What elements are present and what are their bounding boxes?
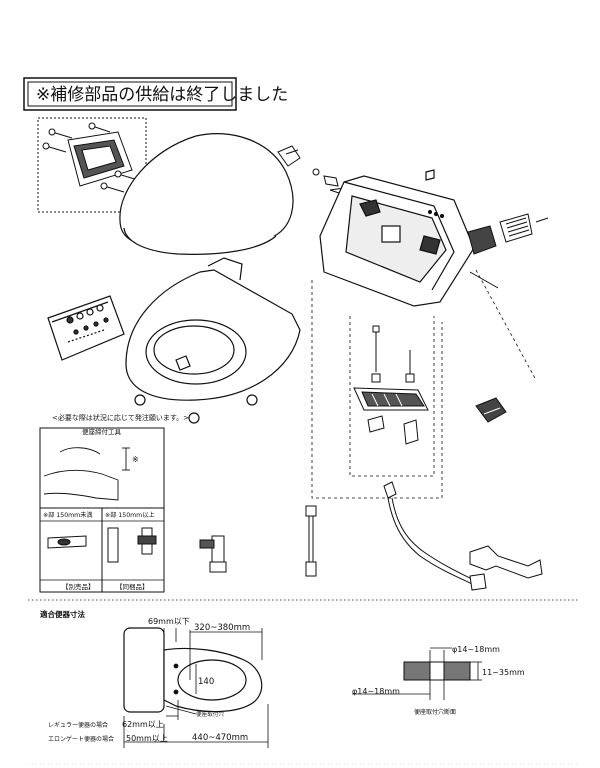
section-label: 便座取付穴断面 [414, 708, 456, 716]
col1-footer: 【別売品】 [62, 582, 95, 591]
remote-control [47, 295, 125, 361]
grille-icon [505, 217, 530, 237]
col2-footer: 【同梱品】 [116, 582, 149, 591]
stop-valve [199, 535, 227, 573]
hole-diameter-bottom-label: φ14~18mm [352, 687, 400, 696]
hole-label: 便座取付穴 [196, 710, 224, 718]
tool-kit-panel: <必要な際は状況に応じて発注願います。> 便座締付工具 ※ ※部 150mm未満… [39, 413, 189, 593]
toilet-lid [119, 133, 294, 255]
hole-cross-section [352, 647, 482, 700]
kit-caption: <必要な際は状況に応じて発注願います。> [52, 413, 189, 422]
seat-side-illustration [43, 447, 130, 501]
socket-tool-icon [107, 527, 157, 563]
long-hose [383, 481, 487, 591]
hinge-parts [277, 145, 345, 195]
installation-guide [311, 269, 537, 499]
spanner-icon [469, 545, 543, 579]
toilet-top-view [123, 627, 263, 713]
elongated-toilet-label: エロンゲート便器の場合 [48, 735, 114, 743]
discontinued-notice: ※補修部品の供給は終了しました [23, 77, 288, 111]
kit-header: 便座締付工具 [82, 427, 122, 436]
bidet-main-unit [319, 169, 475, 307]
screw-icon [42, 122, 139, 193]
dimension-mark: ※ [132, 455, 139, 464]
compatible-toilet-dimensions: 適合便器寸法 69mm以下 320~380mm 140 便座 [40, 609, 525, 748]
base-plate-assembly [353, 325, 429, 445]
hole-diameter-top-label: φ14~18mm [452, 645, 500, 654]
col1-header: ※部 150mm未満 [43, 511, 93, 519]
dimensions-section-title: 適合便器寸法 [40, 609, 85, 619]
dimension-lines [123, 628, 269, 748]
wrench-tool-icon [47, 535, 87, 549]
toilet-seat [125, 257, 301, 424]
thickness-range-label: 11~35mm [482, 668, 525, 677]
top-dimension-label: 69mm以下 [148, 617, 190, 626]
elongated-toilet-value: 50mm以上 [126, 734, 168, 743]
supply-hose [305, 505, 317, 577]
hole-dimension-label: 140 [198, 677, 214, 687]
length-range-label: 320~380mm [194, 623, 250, 633]
notice-text: ※補修部品の供給は終了しました [36, 85, 288, 105]
mounting-plate-inset [37, 117, 147, 213]
regular-toilet-value: 62mm以上 [122, 720, 164, 729]
water-adapter [475, 397, 507, 423]
col2-header: ※部 150mm以上 [105, 511, 155, 519]
total-range-label: 440~470mm [192, 733, 248, 743]
regular-toilet-label: レギュラー便器の場合 [48, 721, 108, 729]
side-parts [467, 213, 549, 289]
